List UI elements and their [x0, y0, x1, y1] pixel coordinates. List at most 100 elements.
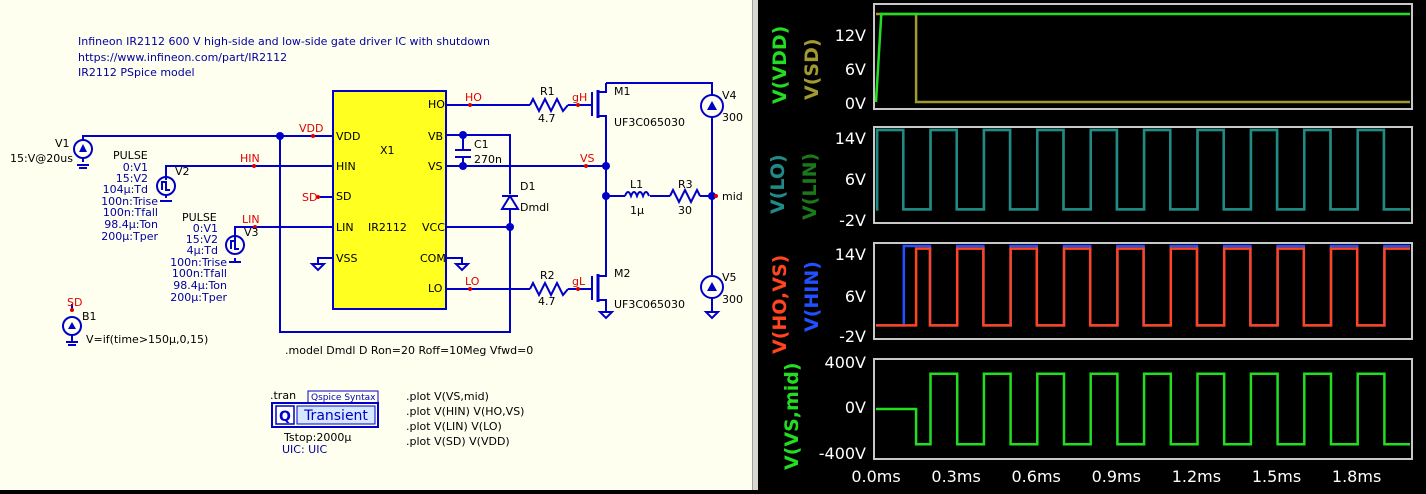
p3-ytick-0: 14V [835, 245, 866, 264]
v2-refdes: V2 [175, 165, 190, 178]
plot-directive-2[interactable]: .plot V(HIN) V(HO,VS) [406, 405, 524, 418]
p2-ytick-2: -2V [839, 211, 866, 230]
trace-layer [874, 12, 1410, 446]
ground-symbols [309, 263, 721, 320]
net-sd: SD [302, 191, 317, 204]
ic-refdes: X1 [380, 144, 395, 157]
plot-directive-4[interactable]: .plot V(SD) V(VDD) [406, 435, 510, 448]
p1-ytick-2: 0V [845, 94, 866, 113]
ic-ir2112[interactable] [332, 90, 447, 310]
resistor-r2[interactable]: R2 4.7 [529, 269, 569, 308]
v3-param-3: 100n:Trise [170, 256, 227, 269]
v2-param-6: 200µ:Tper [101, 230, 158, 243]
waveform-viewer[interactable]: V(VDD) V(SD) 12V 6V 0V V(LO) V(LIN) 14V … [758, 0, 1426, 490]
v3-param-1: 15:V2 [186, 233, 218, 246]
trace-sd [876, 12, 1410, 104]
d1-refdes: D1 [520, 180, 535, 193]
b1-refdes: B1 [82, 310, 97, 323]
schematic-canvas[interactable]: Infineon IR2112 600 V high-side and low-… [0, 0, 752, 490]
r3-refdes: R3 [678, 178, 693, 191]
trace-hovs [876, 247, 1410, 327]
pin-hin: HIN [336, 160, 356, 173]
trace-label-vdd[interactable]: V(VDD) [769, 26, 791, 104]
trace-label-lin[interactable]: V(LIN) [799, 153, 821, 220]
d1-model: Dmdl [520, 201, 549, 214]
trace-label-lo[interactable]: V(LO) [767, 154, 789, 214]
plot-directive-1[interactable]: .plot V(VS,mid) [406, 390, 489, 403]
tran-syntax: Qspice Syntax [311, 393, 376, 403]
pane-frames [873, 3, 1413, 460]
v3-param-4: 100n:Tfall [172, 267, 227, 280]
source-v1[interactable]: V1 15:V@20us [10, 137, 93, 169]
p4-ytick-2: -400V [819, 444, 866, 463]
diode-d1[interactable]: D1 Dmdl [500, 180, 549, 214]
pane-splitter[interactable] [752, 0, 759, 490]
pin-lo: LO [428, 282, 443, 295]
v3-refdes: V3 [244, 226, 259, 239]
m1-refdes: M1 [614, 85, 631, 98]
trace-label-hovs[interactable]: V(HO,VS) [769, 255, 791, 354]
p3-ytick-1: 6V [845, 287, 866, 306]
pin-vs: VS [428, 160, 443, 173]
p2-ytick-1: 6V [845, 170, 866, 189]
schematic-editor[interactable]: Infineon IR2112 600 V high-side and low-… [0, 0, 752, 490]
ic-part: IR2112 [368, 221, 407, 234]
net-ho: HO [465, 91, 482, 104]
v3-param-0: 0:V1 [193, 222, 218, 235]
resistor-r1[interactable]: R1 4.7 [529, 85, 569, 125]
pin-ho: HO [428, 98, 445, 111]
inductor-l1[interactable]: L1 1µ [624, 178, 650, 217]
trace-vdd [874, 12, 1410, 103]
v3-param-2: 4µ:Td [187, 244, 218, 257]
x-tick-label: 1.5ms [1252, 467, 1301, 486]
transient-directive[interactable]: .tran Qspice Syntax Q Transient Tstop:20… [270, 389, 379, 456]
trace-vsmid [876, 372, 1410, 446]
mosfet-m2[interactable]: M2 UF3C065030 [591, 267, 685, 311]
x-tick-label: 0.6ms [1012, 467, 1061, 486]
v2-param-4: 100n:Tfall [103, 206, 158, 219]
p1-ytick-0: 12V [835, 26, 866, 45]
source-b1[interactable]: B1 V=if(time>150µ,0,15) [62, 310, 208, 346]
resistor-r3[interactable]: R3 30 [669, 178, 701, 217]
source-v2[interactable]: V2 PULSE 0:V1 15:V2 104µ:Td 100n:Trise 1… [101, 149, 189, 243]
v3-param-6: 200µ:Tper [170, 291, 227, 304]
v5-refdes: V5 [722, 271, 737, 284]
x-tick-label: 0.3ms [931, 467, 980, 486]
net-gh: gH [572, 91, 587, 104]
model-directive[interactable]: .model Dmdl D Ron=20 Roff=10Meg Vfwd=0 [285, 344, 533, 357]
trace-label-vsmid[interactable]: V(VS,mid) [781, 362, 803, 470]
v3-header: PULSE [182, 211, 217, 224]
v4-refdes: V4 [722, 89, 737, 102]
mosfet-m1[interactable]: M1 UF3C065030 [591, 85, 685, 129]
source-v3[interactable]: V3 PULSE 0:V1 15:V2 4µ:Td 100n:Trise 100… [170, 211, 258, 304]
v3-param-5: 98.4µ:Ton [173, 279, 227, 292]
p3-ytick-2: -2V [839, 327, 866, 346]
source-v4[interactable]: V4 300 [700, 89, 743, 124]
source-v5[interactable]: V5 300 [700, 271, 743, 306]
v2-param-0: 0:V1 [123, 161, 148, 174]
r2-refdes: R2 [540, 269, 555, 282]
capacitor-c1[interactable]: C1 270n [455, 138, 502, 166]
trace-label-sd[interactable]: V(SD) [801, 38, 823, 100]
title-line-1: Infineon IR2112 600 V high-side and low-… [78, 35, 490, 48]
net-mid: mid [722, 190, 743, 203]
r2-value: 4.7 [538, 295, 556, 308]
v5-value: 300 [722, 293, 743, 306]
m2-part: UF3C065030 [614, 298, 685, 311]
plot-directive-3[interactable]: .plot V(LIN) V(LO) [406, 420, 502, 433]
v2-header: PULSE [113, 149, 148, 162]
net-labels: VDD HIN SD LIN HO LO VS gH gL mid SD [67, 91, 743, 312]
v1-refdes: V1 [55, 137, 70, 150]
trace-label-hin[interactable]: V(HIN) [801, 261, 823, 332]
tran-label: .tran [270, 389, 296, 402]
title-line-2: https://www.infineon.com/part/IR2112 [78, 51, 287, 64]
pin-lin: LIN [336, 221, 354, 234]
net-lin: LIN [242, 213, 260, 226]
p4-ytick-0: 400V [825, 353, 867, 372]
net-gl: gL [572, 275, 586, 288]
tran-button: Transient [303, 408, 368, 424]
v2-param-3: 100n:Trise [101, 195, 158, 208]
tran-uic: UIC: UIC [282, 443, 327, 456]
waveform-canvas[interactable]: V(VDD) V(SD) 12V 6V 0V V(LO) V(LIN) 14V … [758, 0, 1426, 490]
